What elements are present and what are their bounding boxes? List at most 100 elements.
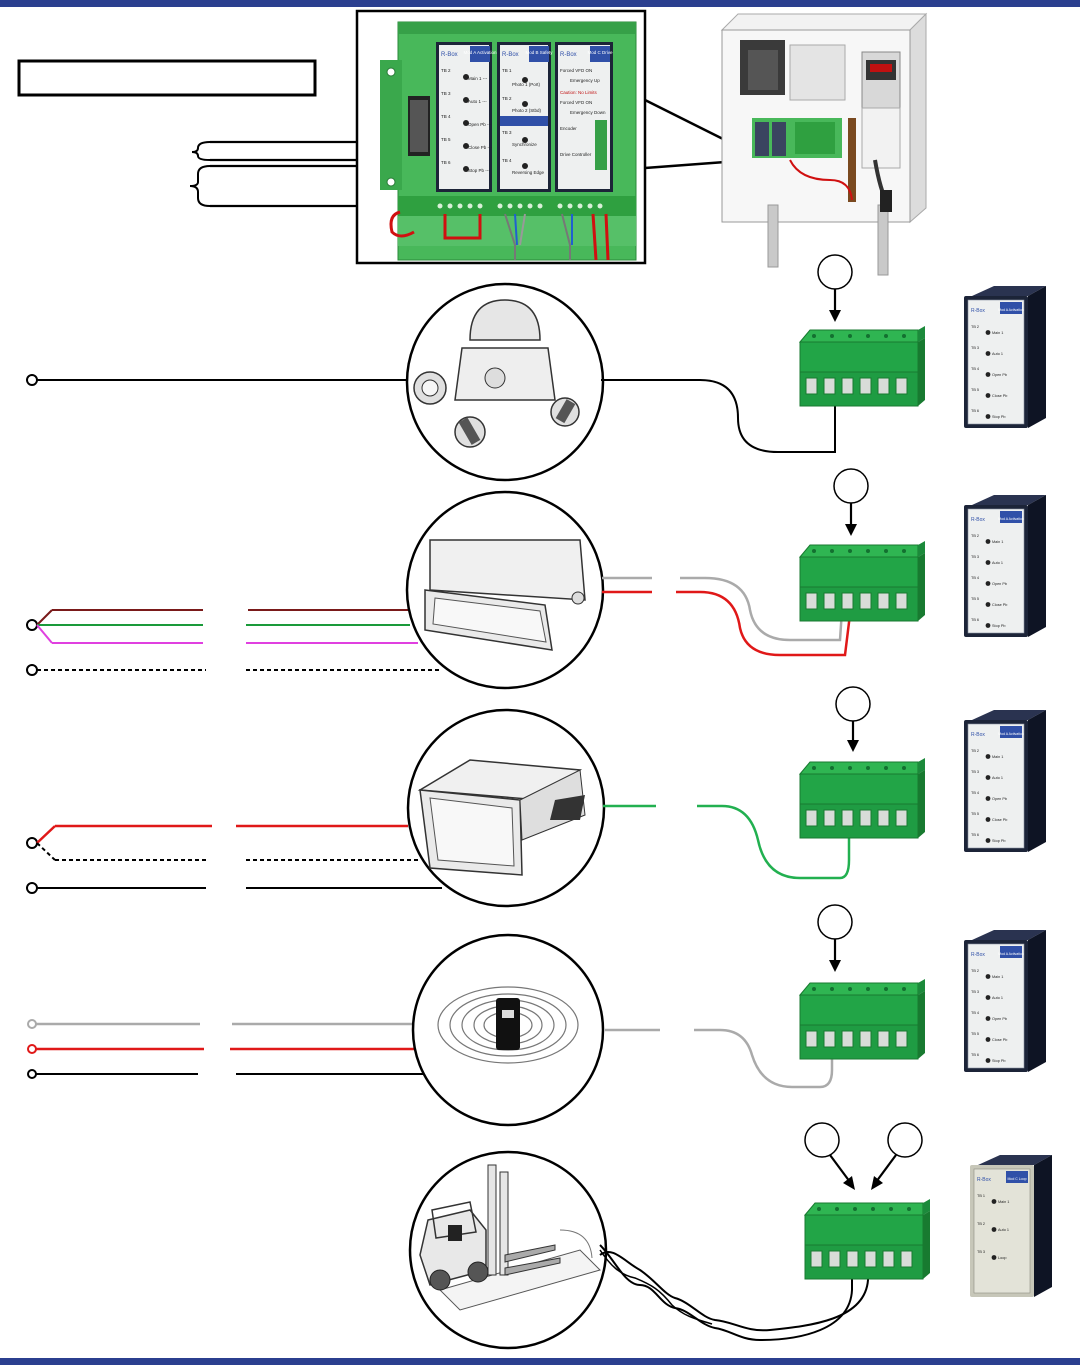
row-2-terminal-point	[26, 619, 38, 631]
inset-module-a-row-4: Auto 1 ---	[468, 99, 487, 104]
row-2-terminal-block	[799, 540, 926, 622]
row-2-module-led	[985, 623, 991, 628]
row-4-terminal-point-3	[27, 1069, 37, 1079]
inset-module-b-header: Mod B Safety	[525, 50, 553, 55]
inset-module-c-brand: R-Box	[560, 52, 577, 58]
row-3-module-led	[985, 838, 991, 843]
row-1-module-led	[985, 393, 991, 398]
row-4-module-row-6: Open Pb	[992, 1017, 1007, 1021]
row-4-terminal-point-2	[27, 1044, 37, 1054]
row-3-photo-eye	[26, 686, 1047, 908]
row-2-module-row-1: TB 2	[971, 534, 979, 538]
row-1-module-row-5: TB 4	[971, 367, 979, 371]
row-2-module-brand: R-Box	[971, 517, 985, 523]
row-4-callout-circle	[817, 904, 853, 940]
row-4-module-row-10: Stop Pb	[992, 1059, 1006, 1063]
row-5-module-row-6: Loop	[998, 1256, 1006, 1260]
inset-module-a-row-10: Stop Pb ---	[468, 168, 490, 173]
row-5-loop-detector	[408, 1122, 1053, 1350]
inset-module-b-row-4: Photo 2 (Stbd)	[512, 108, 542, 113]
row-5-module-led	[991, 1227, 997, 1232]
control-board-inset: R-Box Mod A Activation TB 2 Main 1 --- T…	[380, 21, 637, 261]
row-1-module-led	[985, 414, 991, 419]
row-4-module-row-1: TB 2	[971, 969, 979, 973]
inset-module-b-row-7: TB 4	[502, 158, 512, 163]
inset-module-b-row-3: TB 2	[502, 96, 512, 101]
inset-module-a-row-8: Close Pb ---	[468, 145, 493, 150]
row-5-module-row-3: TB 2	[977, 1222, 985, 1226]
row-5-module-row-4: Auto 1	[998, 1228, 1009, 1232]
inset-module-b-row-8: Reversing Edge	[512, 170, 545, 175]
row-4-module-led	[985, 1016, 991, 1021]
row-4-module-led	[985, 1058, 991, 1063]
row-5-module-row-1: TB 1	[977, 1194, 985, 1198]
row-4-module-row-4: Auto 1	[992, 996, 1003, 1000]
inset-module-a-row-6: Open Pb ---	[468, 122, 492, 127]
row-2-module-row-7: TB 5	[971, 597, 979, 601]
title-box	[17, 59, 317, 97]
inset-module-a-row-7: TB 5	[441, 137, 451, 142]
row-2-module-led	[985, 602, 991, 607]
control-enclosure	[720, 12, 928, 276]
row-3-module-row-1: TB 2	[971, 749, 979, 753]
row-4-module-led	[985, 974, 991, 979]
inset-module-c-row-5: Emergency Down	[570, 110, 606, 115]
row-3-module-row-9: TB 6	[971, 833, 979, 837]
bottom-frame-bar	[0, 1358, 1080, 1365]
inset-module-c-row-2: Emergency Up	[570, 78, 600, 83]
row-4-module-led	[985, 995, 991, 1000]
row-2-module-row-5: TB 4	[971, 576, 979, 580]
row-2-module-row-4: Auto 1	[992, 561, 1003, 565]
row-4-module-header: Mod A Activation	[998, 952, 1024, 956]
row-2-module-led	[985, 581, 991, 586]
row-3-terminal-point-2	[26, 882, 38, 894]
row-3-module-row-8: Close Pb	[992, 818, 1007, 822]
inset-module-c-row-7: Drive Controller	[560, 152, 592, 157]
photo-eye-2-icon	[417, 759, 586, 876]
row-1-terminal-block	[799, 325, 926, 407]
remote-transmitter-icon	[496, 998, 520, 1050]
row-1-module-row-10: Stop Pb	[992, 415, 1006, 419]
row-5-module-row-2: Main 1	[998, 1200, 1009, 1204]
row-1-pushbutton	[26, 254, 1047, 482]
row-5-module-led	[991, 1199, 997, 1204]
row-2-callout-circle	[833, 468, 869, 504]
row-4-module-row-8: Close Pb	[992, 1038, 1007, 1042]
row-1-module-row-1: TB 2	[971, 325, 979, 329]
row-4-module-row-2: Main 1	[992, 975, 1003, 979]
row-3-module-led	[985, 796, 991, 801]
row-4-module-brand: R-Box	[971, 952, 985, 958]
row-2-module-row-6: Open Pb	[992, 582, 1007, 586]
row-1-module-row-6: Open Pb	[992, 373, 1007, 377]
inset-module-b-row-2: Photo 1 (Port)	[512, 82, 541, 87]
row-3-module-row-2: Main 1	[992, 755, 1003, 759]
pushbutton-station-icon	[413, 299, 580, 448]
row-5-module-brand: R-Box	[977, 1177, 991, 1183]
row-4-terminal-point-1	[27, 1019, 37, 1029]
inset-module-a-row-1: TB 2	[441, 68, 451, 73]
inset-module-a-row-2: Main 1 ---	[468, 76, 488, 81]
row-2-terminal-point-2	[26, 664, 38, 676]
row-1-module-led	[985, 330, 991, 335]
row-2-module-row-3: TB 3	[971, 555, 979, 559]
row-3-module-row-10: Stop Pb	[992, 839, 1006, 843]
row-3-module-row-7: TB 5	[971, 812, 979, 816]
row-2-module-led	[985, 539, 991, 544]
inset-module-b-row-6: Synchronize	[512, 142, 537, 147]
row-2-photo-eye	[26, 468, 1047, 690]
row-5-module-led	[991, 1255, 997, 1260]
inset-module-c-row-1: Forced VFD ON	[560, 68, 592, 73]
row-3-module-led	[985, 817, 991, 822]
row-1-module-led	[985, 372, 991, 377]
inset-module-b-row-1: TB 1	[502, 68, 512, 73]
row-2-module-row-9: TB 6	[971, 618, 979, 622]
row-4-module-led	[985, 1037, 991, 1042]
forklift-icon	[419, 1164, 601, 1311]
row-1-module-row-8: Close Pb	[992, 394, 1007, 398]
row-2-module-row-10: Stop Pb	[992, 624, 1006, 628]
row-1-module-brand: R-Box	[971, 308, 985, 314]
inset-module-c-header: Mod C Drive	[587, 50, 613, 55]
row-3-module-led	[985, 775, 991, 780]
inset-module-b-row-5: TB 3	[502, 130, 512, 135]
row-5-module-row-5: TB 3	[977, 1250, 985, 1254]
